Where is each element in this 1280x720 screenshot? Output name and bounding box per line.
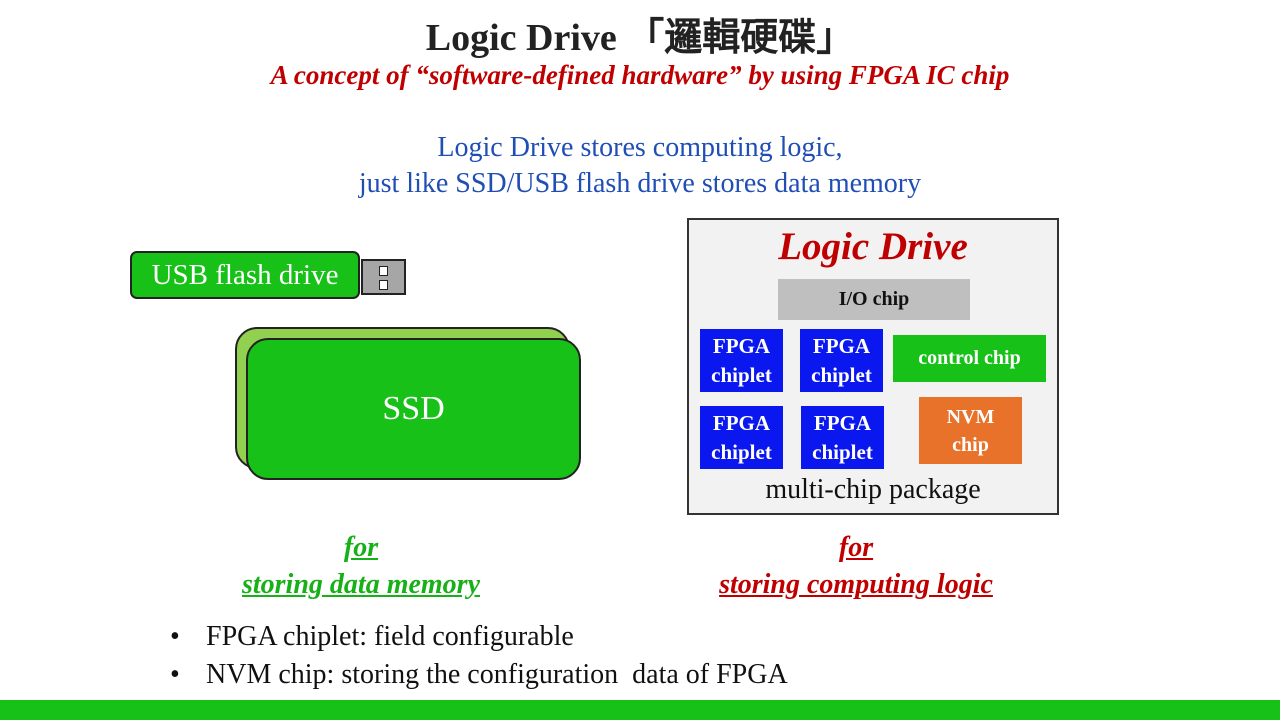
- bullet-list: • FPGA chiplet: field configurable • NVM…: [170, 618, 788, 694]
- fpga-chiplet-label-line2: chiplet: [711, 439, 772, 464]
- usb-connector-hole: [379, 280, 388, 290]
- logic-drive-title: Logic Drive: [778, 225, 968, 268]
- bottom-accent-bar: [0, 700, 1280, 720]
- control-chip: control chip: [893, 335, 1046, 382]
- fpga-chiplet: FPGA chiplet: [800, 329, 883, 392]
- bullet-dot-icon: •: [170, 659, 180, 690]
- ssd: SSD: [246, 338, 581, 480]
- description-line-2: just like SSD/USB flash drive stores dat…: [358, 168, 922, 199]
- bullet-text: FPGA chiplet: field configurable: [206, 621, 574, 652]
- nvm-chip-label-line1: NVM: [946, 405, 995, 428]
- bullet-dot-icon: •: [170, 621, 180, 652]
- fpga-chiplet-label-line1: FPGA: [712, 333, 771, 358]
- bullet-item: • NVM chip: storing the configuration da…: [170, 656, 788, 694]
- fpga-chiplet-label-line2: chiplet: [812, 439, 873, 464]
- fpga-chiplet-label-line1: FPGA: [812, 333, 871, 358]
- page-title: Logic Drive 「邏輯硬碟」: [425, 17, 855, 59]
- for-data-memory-line2: storing data memory: [241, 569, 480, 600]
- for-computing-logic-line1: for: [838, 532, 874, 563]
- page-subtitle: A concept of “software-defined hardware”…: [270, 60, 1010, 90]
- for-computing-logic-label: for storing computing logic: [656, 529, 1056, 603]
- io-chip: I/O chip: [778, 279, 970, 320]
- io-chip-label: I/O chip: [838, 288, 910, 310]
- nvm-chip: NVM chip: [919, 397, 1022, 464]
- ssd-label: SSD: [382, 390, 445, 427]
- fpga-chiplet: FPGA chiplet: [801, 406, 884, 469]
- multi-chip-package-caption: multi-chip package: [765, 474, 981, 505]
- usb-connector-hole: [379, 266, 388, 276]
- usb-connector: [361, 259, 406, 295]
- usb-flash-drive-label: USB flash drive: [151, 258, 339, 291]
- for-data-memory-label: for storing data memory: [161, 529, 561, 603]
- fpga-chiplet: FPGA chiplet: [700, 406, 783, 469]
- control-chip-label: control chip: [918, 347, 1021, 369]
- bullet-text: NVM chip: storing the configuration data…: [206, 659, 788, 690]
- for-data-memory-line1: for: [343, 532, 379, 563]
- for-computing-logic-line2: storing computing logic: [719, 569, 993, 600]
- description-line-1: Logic Drive stores computing logic,: [437, 132, 843, 163]
- fpga-chiplet: FPGA chiplet: [700, 329, 783, 392]
- fpga-chiplet-label-line1: FPGA: [712, 410, 771, 435]
- bullet-item: • FPGA chiplet: field configurable: [170, 618, 788, 656]
- nvm-chip-label-line2: chip: [952, 433, 989, 456]
- fpga-chiplet-label-line1: FPGA: [813, 410, 872, 435]
- fpga-chiplet-label-line2: chiplet: [811, 362, 872, 387]
- usb-flash-drive: USB flash drive: [130, 251, 360, 299]
- fpga-chiplet-label-line2: chiplet: [711, 362, 772, 387]
